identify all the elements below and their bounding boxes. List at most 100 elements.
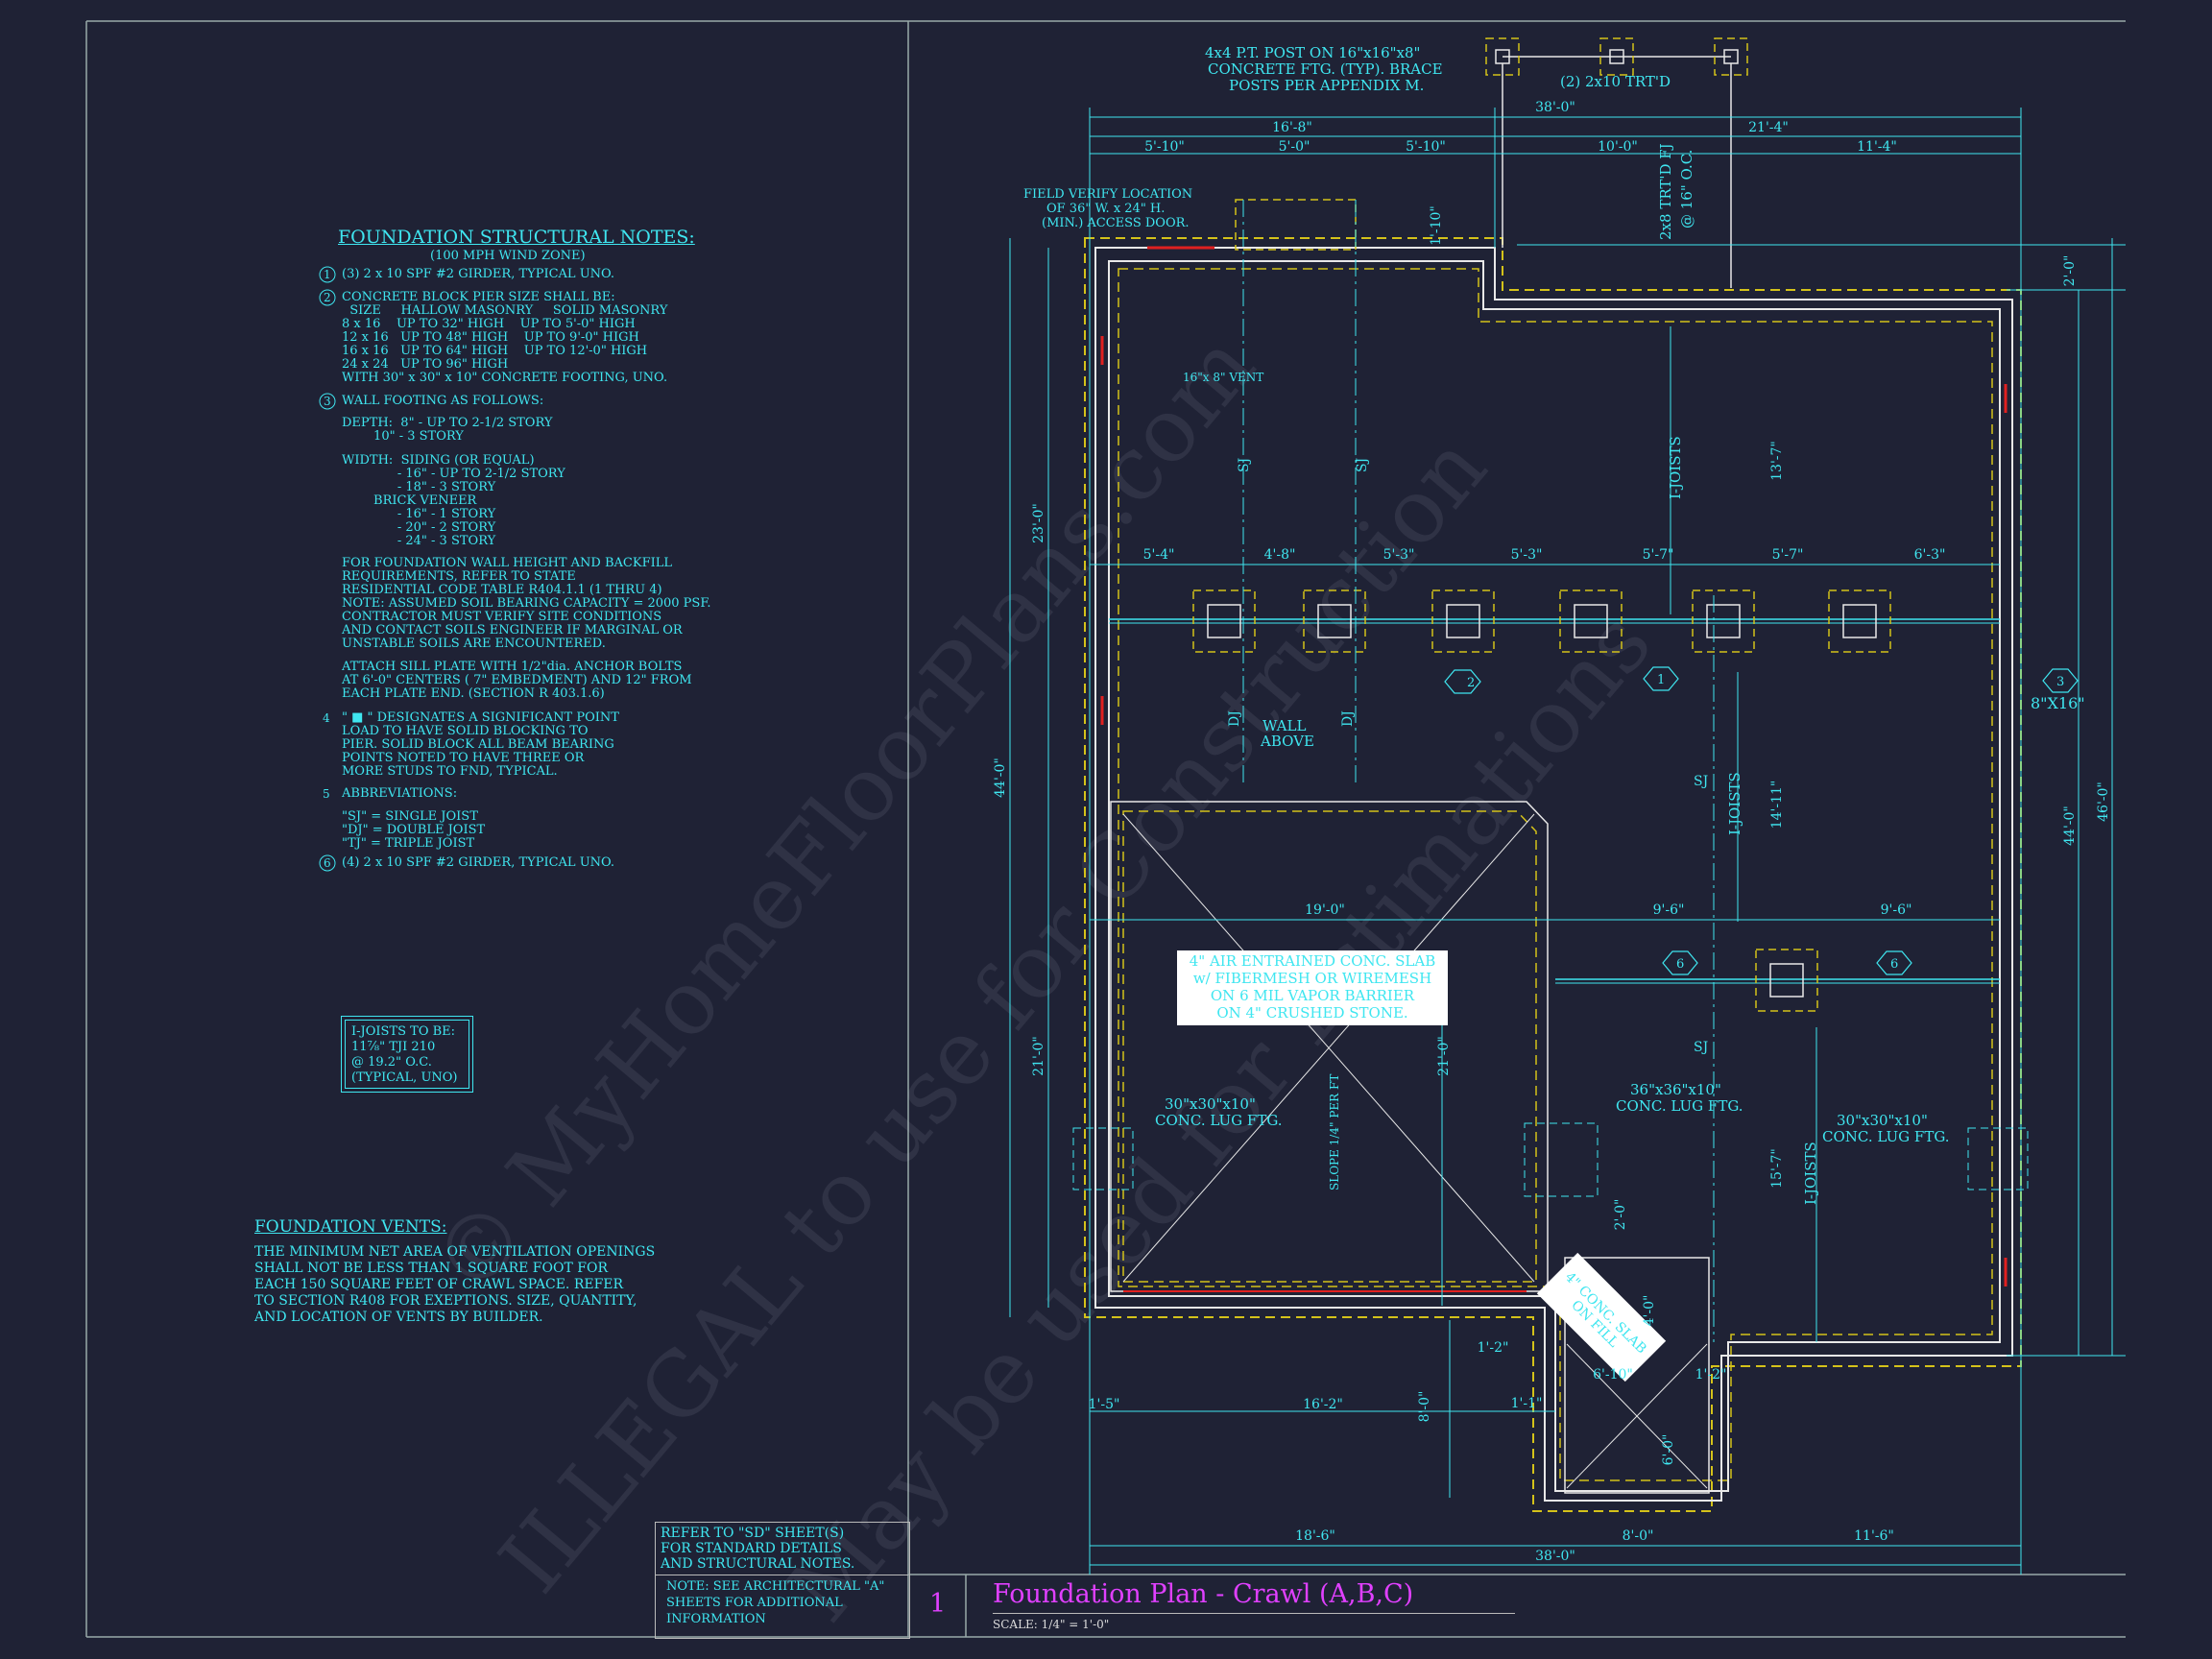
dim-beam-1: 5'-4" (1143, 547, 1175, 563)
footing-outline (1084, 237, 2022, 1512)
notes-subtitle: (100 MPH WIND ZONE) (430, 249, 586, 263)
dim-mid-1: 19'-0" (1305, 902, 1345, 918)
lug-right-2: CONC. LUG FTG. (1822, 1128, 1950, 1145)
post-note-1: 4x4 P.T. POST ON 16"x16"x8" (1205, 44, 1420, 61)
post-note-3: POSTS PER APPENDIX M. (1229, 77, 1424, 94)
dimension-lines (1009, 108, 2126, 1575)
slab-note-2: w/ FIBERMESH OR WIREMESH (1193, 970, 1431, 987)
garage-slab-outline (1110, 801, 1549, 1292)
refer-line-2: FOR STANDARD DETAILS (661, 1541, 842, 1556)
notes-title: FOUNDATION STRUCTURAL NOTES: (338, 227, 695, 248)
note-item-5c: "TJ" = TRIPLE JOIST (342, 836, 475, 851)
note-item-3d: - 16" - UP TO 2-1/2 STORY (342, 467, 565, 481)
note-box (655, 1522, 910, 1639)
foundation-wall-outer (1094, 247, 2013, 1502)
foundation-wall-inner (1108, 260, 2001, 1492)
dim-mid-2: 9'-6" (1653, 902, 1685, 918)
slab-note-1: 4" AIR ENTRAINED CONC. SLAB (1190, 952, 1436, 970)
marker-6: 6 (324, 856, 331, 870)
pier-footings-row-1 (1192, 589, 1891, 653)
dj-label-2: DJ (1340, 710, 1356, 727)
dim-beam-7: 6'-3" (1914, 547, 1946, 563)
dim-bot-6: 18'-6" (1295, 1528, 1335, 1544)
dim-top-right: 21'-4" (1748, 120, 1789, 135)
note-item-3n: CONTRACTOR MUST VERIFY SITE CONDITIONS (342, 610, 662, 624)
arch-line-3: INFORMATION (666, 1612, 766, 1626)
marker-2: 2 (324, 291, 331, 304)
vents-line-4: TO SECTION R408 FOR EXEPTIONS. SIZE, QUA… (254, 1293, 637, 1309)
dim-bot-5: 6'-10" (1593, 1367, 1633, 1382)
trtd-joist: 2x8 TRT'D FJ (1657, 143, 1674, 240)
porch-outline (1564, 1257, 1710, 1494)
note-item-1: (3) 2 x 10 SPF #2 GIRDER, TYPICAL UNO. (342, 267, 615, 281)
marker-1: 1 (324, 268, 331, 281)
dim-right-3: 46'-0" (2096, 781, 2111, 822)
drawing-scale: SCALE: 1/4" = 1'-0" (993, 1618, 1110, 1631)
note-item-2d: 16 x 16 UP TO 64" HIGH UP TO 12'-0" HIGH (342, 344, 648, 358)
ijoist-box-outer (341, 1016, 473, 1093)
plan-marker-1: 1 (1657, 673, 1665, 687)
piers-row-1 (1207, 604, 1877, 638)
dim-mid-3: 9'-6" (1881, 902, 1912, 918)
access-note-2: OF 36" W. x 24" H. (1046, 202, 1165, 216)
note-item-2c: 12 x 16 UP TO 48" HIGH UP TO 9'-0" HIGH (342, 330, 639, 345)
note-item-6: (4) 2 x 10 SPF #2 GIRDER, TYPICAL UNO. (342, 855, 615, 870)
ijoist-line-2: 11⅞" TJI 210 (351, 1040, 436, 1054)
dim-left-2: 21'-0" (1031, 1036, 1046, 1076)
dim-top-left: 16'-8" (1272, 120, 1312, 135)
refer-line-1: REFER TO "SD" SHEET(S) (661, 1526, 845, 1541)
dim-top-seg3: 5'-10" (1406, 139, 1446, 155)
sheet-number: 1 (929, 1589, 947, 1619)
title-underline (993, 1613, 1515, 1614)
dim-left-1: 23'-0" (1031, 503, 1046, 543)
note-item-2a: SIZE HALLOW MASONRY SOLID MASONRY (342, 303, 668, 318)
dim-inner-3: 15'-7" (1769, 1148, 1785, 1189)
access-note-1: FIELD VERIFY LOCATION (1023, 187, 1192, 202)
dim-top-overall: 38'-0" (1535, 100, 1575, 115)
plan-marker-2: 2 (1467, 676, 1475, 690)
dim-inner-9: 1'-1" (1511, 1396, 1543, 1411)
dim-top-seg5: 11'-4" (1857, 139, 1897, 155)
deck-posts (1495, 49, 1739, 288)
dim-bot-8: 11'-6" (1854, 1528, 1894, 1544)
note-item-2e: 24 x 24 UP TO 96" HIGH (342, 357, 509, 372)
dim-inner-8: 2'-0" (1613, 1199, 1628, 1231)
dim-bot-overall: 38'-0" (1535, 1549, 1575, 1564)
note-item-3c: WIDTH: SIDING (OR EQUAL) (342, 453, 535, 468)
note-item-3j: FOR FOUNDATION WALL HEIGHT AND BACKFILL (342, 556, 673, 570)
ijoist-line-3: @ 19.2" O.C. (351, 1055, 432, 1070)
dim-inner-7: 6'-0" (1661, 1434, 1676, 1466)
trtd-spacing: @ 16" O.C. (1678, 150, 1695, 228)
note-item-3h: - 20" - 2 STORY (342, 520, 496, 535)
note-item-3: WALL FOOTING AS FOLLOWS: (342, 394, 544, 408)
note-item-5: ABBREVIATIONS: (342, 786, 458, 801)
note-item-4c: POINTS NOTED TO HAVE THREE OR (342, 751, 585, 765)
note-item-2: CONCRETE BLOCK PIER SIZE SHALL BE: (342, 290, 615, 304)
vents-line-5: AND LOCATION OF VENTS BY BUILDER. (254, 1310, 543, 1325)
dim-right-2: 44'-0" (2062, 805, 2078, 846)
note-item-5b: "DJ" = DOUBLE JOIST (342, 823, 486, 837)
slope-label: SLOPE 1/4" PER FT (1328, 1074, 1341, 1190)
dim-beam-3: 5'-3" (1383, 547, 1415, 563)
dim-inner-6: 4'-0" (1642, 1295, 1657, 1327)
marker-4: 4 (323, 711, 330, 725)
dim-inner-2: 14'-11" (1769, 781, 1785, 830)
note-item-3f: BRICK VENEER (342, 493, 477, 508)
note-item-4d: MORE STUDS TO FND, TYPICAL. (342, 764, 558, 779)
dim-beam-2: 4'-8" (1264, 547, 1296, 563)
arch-line-2: SHEETS FOR ADDITIONAL (666, 1596, 843, 1610)
lug-left-1: 30"x30"x10" (1165, 1095, 1256, 1113)
vents-line-3: EACH 150 SQUARE FEET OF CRAWL SPACE. REF… (254, 1277, 624, 1292)
slab-note-4: ON 4" CRUSHED STONE. (1216, 1004, 1407, 1022)
note-item-3o: AND CONTACT SOILS ENGINEER IF MARGINAL O… (342, 623, 683, 637)
ijoist-line-1: I-JOISTS TO BE: (351, 1024, 456, 1039)
ijoists-label-1: I-JOISTS (1667, 436, 1684, 499)
dim-bot-2: 16'-2" (1303, 1397, 1343, 1412)
note-item-3i: - 24" - 3 STORY (342, 534, 496, 548)
dim-beam-4: 5'-3" (1511, 547, 1543, 563)
marker-5: 5 (323, 787, 330, 801)
access-note-3: (MIN.) ACCESS DOOR. (1042, 216, 1190, 230)
